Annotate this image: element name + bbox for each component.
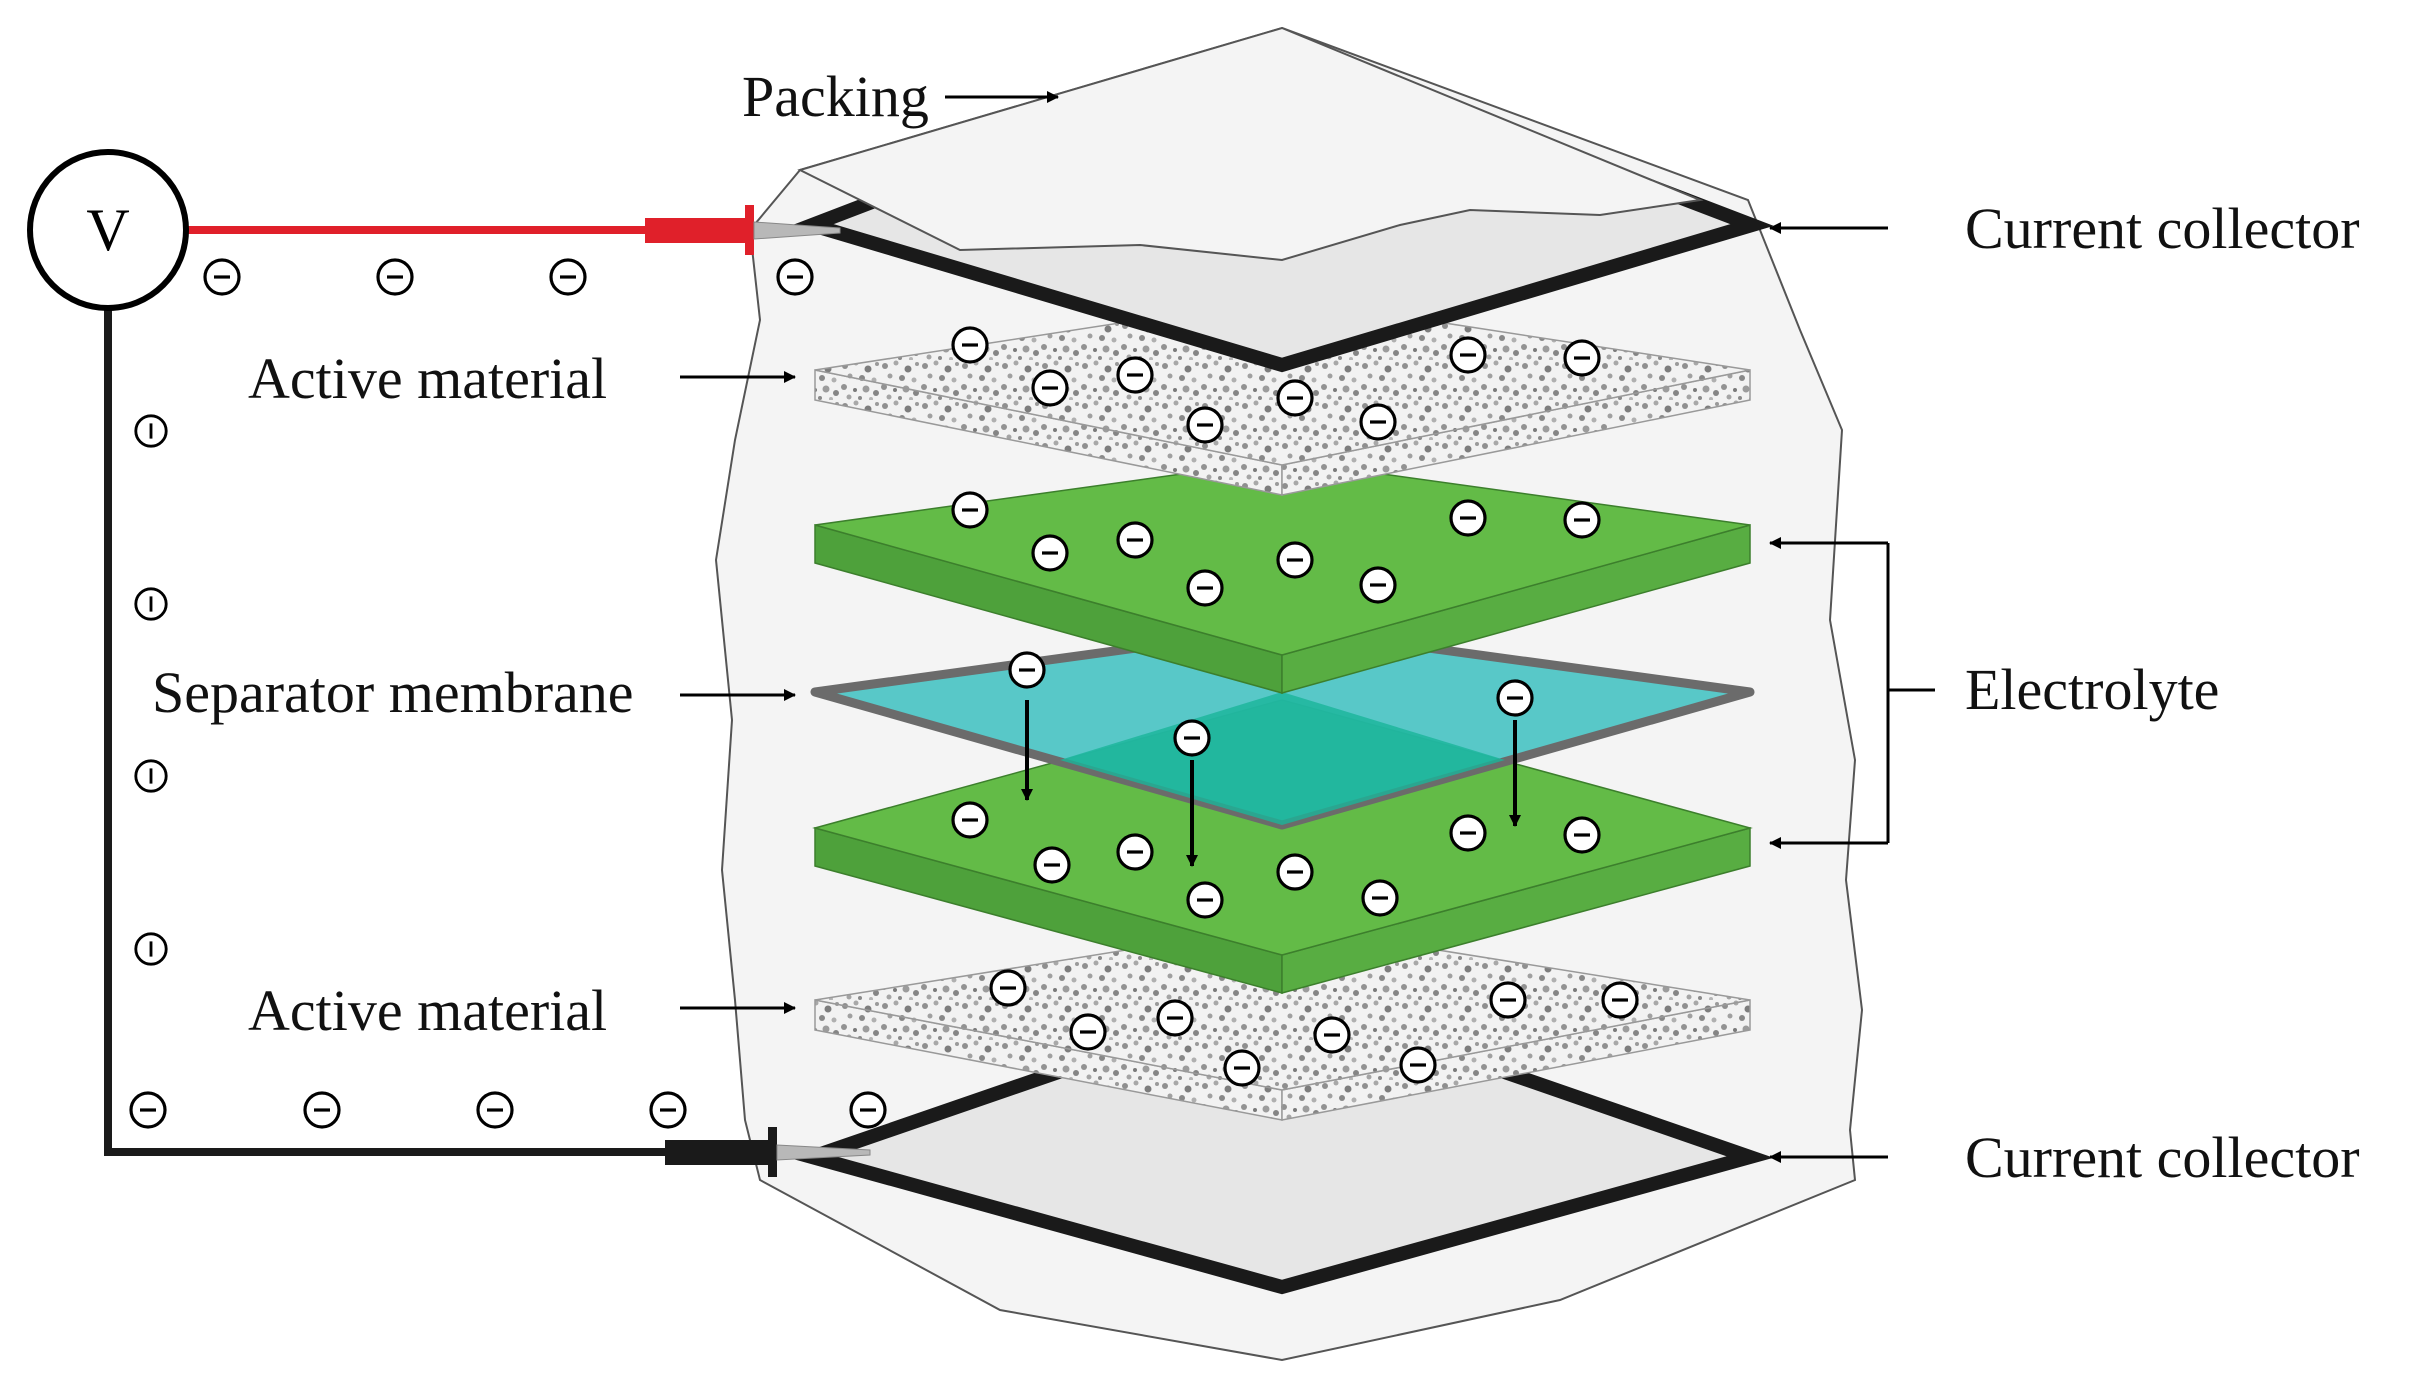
electron-icon [1069,1013,1107,1051]
label-electrolyte: Electrolyte [1965,657,2219,722]
electron-icon [476,1091,514,1129]
electron-icon [376,258,414,296]
black-wire [104,290,665,1156]
electron-icon [1313,1016,1351,1054]
electron-icon [1601,981,1639,1019]
electron-icon [1563,339,1601,377]
text-labels: Packing Active material Separator membra… [152,64,2360,1190]
electron-icon [203,258,241,296]
electron-icon [649,1091,687,1129]
electron-icon [1361,879,1399,917]
electron-icon [303,1091,341,1129]
label-packing: Packing [742,64,929,129]
red-probe-body [645,218,750,243]
top-active-material [814,297,1751,496]
label-active-material-bottom: Active material [248,978,607,1043]
electron-icon [1489,981,1527,1019]
separator-electrons [1008,651,1534,867]
electron-icon [1031,534,1069,572]
electron-icon [1186,569,1224,607]
electron-icon [1359,566,1397,604]
red-probe-handle [745,205,754,255]
electron-icon [1449,336,1487,374]
electron-icon [1276,379,1314,417]
electron-icon [1496,679,1534,717]
label-arrows [680,91,1935,1163]
electron-icon [1223,1049,1261,1087]
electron-icon [134,587,168,621]
electron-icon [951,801,989,839]
electron-icon [1276,853,1314,891]
electron-icon [1116,833,1154,871]
packing-flap [797,26,1704,262]
electron-icon [134,932,168,966]
electron-icon [1186,881,1224,919]
electron-icon [134,414,168,448]
electron-icon [1359,403,1397,441]
black-probe-body [665,1140,770,1165]
electron-icon [1449,499,1487,537]
electron-icon [1031,369,1069,407]
electron-icon [989,969,1027,1007]
bottom-active-material [814,924,1751,1121]
electron-icon [549,258,587,296]
electron-icon [134,759,168,793]
electron-icon [849,1091,887,1129]
electron-icon [1186,406,1224,444]
electron-icon [1033,846,1071,884]
black-probe-tip [776,1144,871,1161]
voltmeter [27,149,189,311]
label-current-collector-bottom: Current collector [1965,1125,2360,1190]
label-separator-membrane: Separator membrane [152,660,634,725]
electron-icon [1173,719,1211,757]
electron-icon [1563,816,1601,854]
label-active-material-top: Active material [248,346,607,411]
red-probe-tip [753,221,841,240]
voltmeter-circuit: V [27,149,871,1177]
electron-icon [951,326,989,364]
electron-icon [1276,541,1314,579]
electron-icon [951,491,989,529]
electron-icon [776,258,814,296]
electron-icon [1399,1046,1437,1084]
electron-icon [1116,356,1154,394]
label-current-collector-top: Current collector [1965,196,2360,261]
electron-icon [129,1091,167,1129]
electron-icon [1116,521,1154,559]
electron-icon [1563,501,1601,539]
voltmeter-symbol: V [86,197,129,263]
electron-icon [1008,651,1046,689]
electron-icon [1156,999,1194,1037]
black-probe-handle [768,1127,777,1177]
electron-icon [1449,814,1487,852]
